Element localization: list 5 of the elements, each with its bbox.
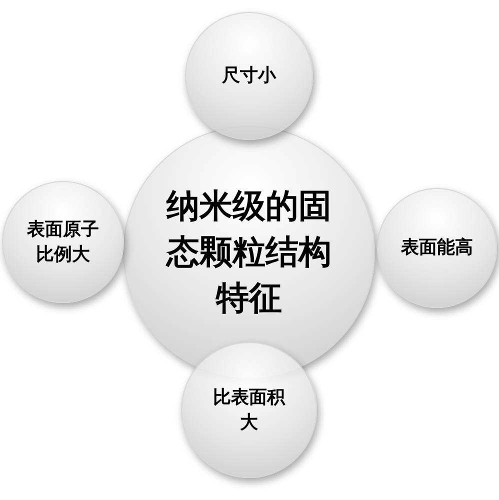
node-label: 纳米级的固态颗粒结构特征	[164, 184, 332, 320]
node-label: 表面原子比例大	[26, 218, 100, 267]
node-label: 比表面积大	[212, 386, 286, 435]
node-label: 表面能高	[400, 236, 474, 260]
node-label: 尺寸小	[220, 64, 278, 88]
